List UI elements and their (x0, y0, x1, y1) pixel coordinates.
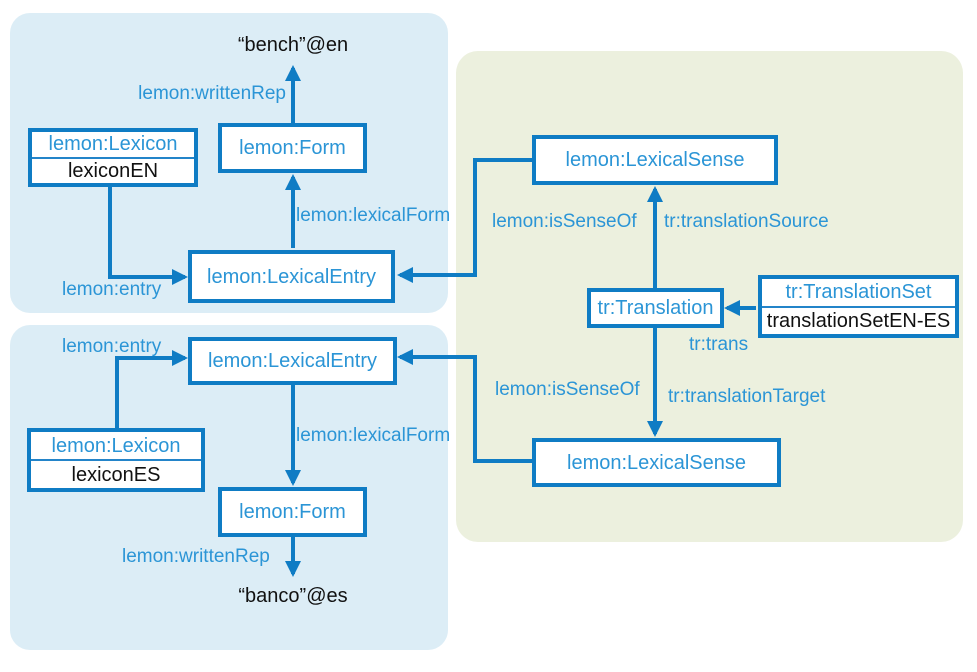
entry-en-label: lemon:entry (62, 279, 162, 300)
lexicon-en-instance-label: lexiconEN (67, 159, 159, 182)
translation-set-node: tr:TranslationSet translationSetEN-ES (758, 275, 959, 338)
lexicon-es-class-label: lemon:Lexicon (31, 432, 201, 461)
translation-source-label: tr:translationSource (664, 211, 829, 232)
entry-es-label: lemon:entry (62, 336, 162, 357)
lexical-sense-es-node: lemon:LexicalSense (532, 438, 781, 487)
trans-label: tr:trans (689, 334, 749, 355)
lexical-entry-en-node: lemon:LexicalEntry (188, 250, 395, 303)
lexical-sense-es-node-label: lemon:LexicalSense (567, 451, 746, 474)
form-en-node: lemon:Form (218, 123, 367, 173)
translation-set-class-label: tr:TranslationSet (762, 279, 955, 308)
translation-set-instance-label: translationSetEN-ES (766, 309, 951, 332)
bench-literal: “bench”@en (237, 34, 349, 56)
translation-node: tr:Translation (587, 288, 724, 328)
lexical-form-es-label: lemon:lexicalForm (296, 425, 451, 446)
translation-node-label: tr:Translation (597, 297, 714, 319)
is-sense-of-es-label: lemon:isSenseOf (495, 379, 640, 400)
lexicon-es-node: lemon:Lexicon lexiconES (27, 428, 205, 492)
lexical-entry-es-node-label: lemon:LexicalEntry (208, 350, 377, 372)
lexicon-en-node: lemon:Lexicon lexiconEN (28, 128, 198, 187)
lexical-sense-en-node: lemon:LexicalSense (532, 135, 778, 185)
lexical-sense-en-node-label: lemon:LexicalSense (565, 149, 745, 171)
banco-literal: “banco”@es (238, 585, 348, 607)
form-es-node-label: lemon:Form (239, 501, 346, 523)
translation-target-label: tr:translationTarget (668, 386, 826, 407)
lexical-entry-en-node-label: lemon:LexicalEntry (207, 265, 376, 288)
lexical-entry-es-node: lemon:LexicalEntry (188, 337, 397, 385)
written-rep-en-label: lemon:writtenRep (138, 83, 286, 104)
lexicon-en-class-label: lemon:Lexicon (32, 132, 194, 159)
lexical-form-en-label: lemon:lexicalForm (296, 205, 451, 226)
lexicon-es-instance-label: lexiconES (71, 463, 161, 486)
form-es-node: lemon:Form (218, 487, 367, 537)
form-en-node-label: lemon:Form (239, 137, 346, 159)
is-sense-of-en-label: lemon:isSenseOf (492, 211, 637, 232)
written-rep-es-label: lemon:writtenRep (122, 546, 270, 567)
